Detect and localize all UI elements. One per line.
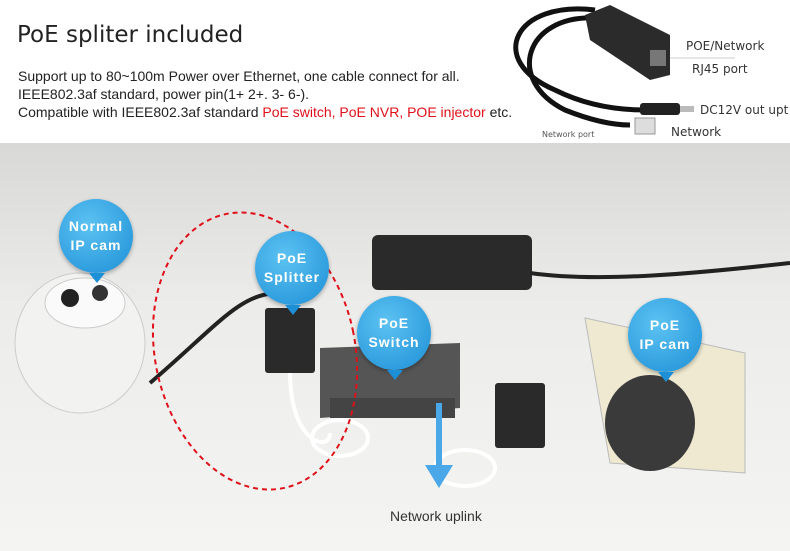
label-poe-network: POE/Network — [686, 39, 765, 53]
desc-line-2: IEEE802.3af standard, power pin(1+ 2+. 3… — [18, 86, 310, 102]
page-title: PoE spliter included — [17, 22, 244, 48]
label-dc12v: DC12V out upt — [700, 103, 789, 117]
poe-splitter-product-image — [513, 5, 735, 135]
label-network: Network — [671, 125, 722, 139]
label-network-port: Network port — [542, 130, 595, 139]
network-uplink-label: Network uplink — [390, 508, 482, 524]
desc-line-3: Compatible with IEEE802.3af standard PoE… — [18, 104, 512, 120]
compat-prefix: Compatible with IEEE802.3af standard — [18, 104, 263, 120]
desc-line-1: Support up to 80~100m Power over Etherne… — [18, 68, 460, 84]
compat-highlight: PoE switch, PoE NVR, POE injector — [262, 104, 486, 120]
setup-scene — [14, 211, 790, 491]
compat-suffix: etc. — [485, 104, 513, 120]
label-rj45: RJ45 port — [692, 62, 748, 76]
